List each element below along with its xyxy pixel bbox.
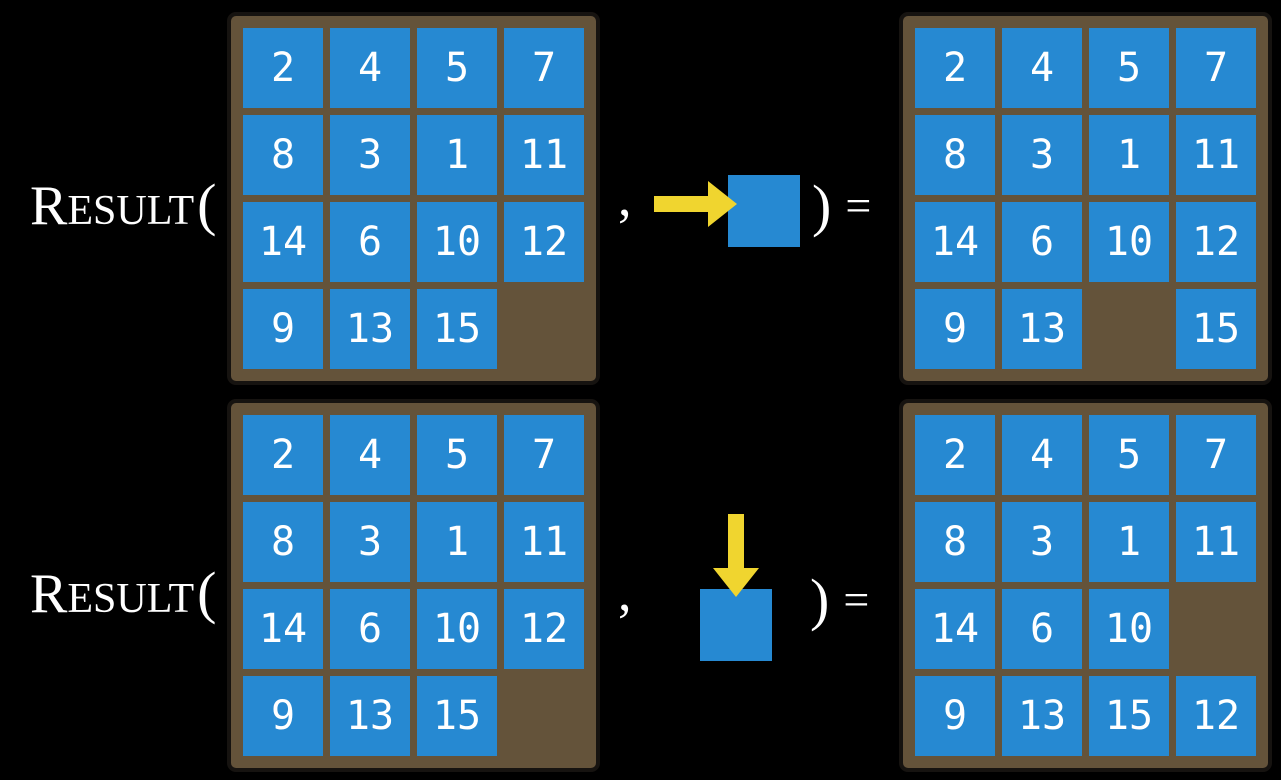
puzzle-tile-5: 5: [1089, 415, 1169, 495]
equals-sign: =: [843, 574, 870, 625]
puzzle-tile-15: 15: [417, 289, 497, 369]
puzzle-tile-5: 5: [417, 415, 497, 495]
down-arrow-icon: [713, 514, 759, 597]
puzzle-tile-8: 8: [915, 115, 995, 195]
puzzle-tile-13: 13: [330, 676, 410, 756]
puzzle-tile-12: 12: [504, 589, 584, 669]
puzzle-tile-11: 11: [1176, 115, 1256, 195]
puzzle-tile-9: 9: [915, 289, 995, 369]
puzzle-tile-5: 5: [1089, 28, 1169, 108]
puzzle-tile-3: 3: [330, 502, 410, 582]
puzzle-tile-8: 8: [243, 502, 323, 582]
comma-separator: ,: [618, 562, 632, 622]
puzzle-tile-1: 1: [417, 115, 497, 195]
puzzle-tile-13: 13: [1002, 289, 1082, 369]
puzzle-tile-6: 6: [1002, 589, 1082, 669]
puzzle-tile-11: 11: [504, 115, 584, 195]
function-rest: ESULT: [67, 576, 195, 622]
puzzle-tile-10: 10: [417, 202, 497, 282]
puzzle-tile-9: 9: [243, 289, 323, 369]
puzzle-tile-12: 12: [1176, 202, 1256, 282]
puzzle-tile-3: 3: [1002, 115, 1082, 195]
puzzle-tile-6: 6: [330, 589, 410, 669]
puzzle-tile-8: 8: [915, 502, 995, 582]
puzzle-tile-7: 7: [1176, 28, 1256, 108]
move-operand-tile-right: [728, 175, 800, 247]
puzzle-tile-13: 13: [330, 289, 410, 369]
function-initial: R: [30, 175, 68, 237]
puzzle-tile-3: 3: [1002, 502, 1082, 582]
puzzle-tile-15: 15: [1176, 289, 1256, 369]
comma-separator: ,: [618, 167, 632, 227]
function-rest: ESULT: [67, 188, 195, 234]
puzzle-tile-1: 1: [1089, 115, 1169, 195]
puzzle-tile-2: 2: [243, 415, 323, 495]
empty-cell: [504, 289, 584, 369]
puzzle-tile-11: 11: [504, 502, 584, 582]
puzzle-tile-7: 7: [1176, 415, 1256, 495]
move-operand-tile-down: [700, 589, 772, 661]
puzzle-tile-13: 13: [1002, 676, 1082, 756]
puzzle-tile-7: 7: [504, 28, 584, 108]
puzzle-tile-1: 1: [1089, 502, 1169, 582]
puzzle-tile-2: 2: [243, 28, 323, 108]
puzzle-tile-12: 12: [1176, 676, 1256, 756]
puzzle-tile-14: 14: [243, 589, 323, 669]
puzzle-tile-4: 4: [1002, 28, 1082, 108]
puzzle-tile-10: 10: [1089, 589, 1169, 669]
puzzle-tile-2: 2: [915, 28, 995, 108]
puzzle-tile-10: 10: [1089, 202, 1169, 282]
puzzle-tile-3: 3: [330, 115, 410, 195]
puzzle-tile-4: 4: [330, 28, 410, 108]
close-paren: ): [812, 173, 832, 238]
puzzle-tile-4: 4: [330, 415, 410, 495]
close-equals-1: ) =: [812, 168, 871, 244]
puzzle-tile-5: 5: [417, 28, 497, 108]
puzzle-tile-15: 15: [1089, 676, 1169, 756]
function-initial: R: [30, 563, 68, 625]
empty-cell: [1089, 289, 1169, 369]
puzzle-tile-7: 7: [504, 415, 584, 495]
puzzle-tile-2: 2: [915, 415, 995, 495]
puzzle-tile-11: 11: [1176, 502, 1256, 582]
puzzle-tile-4: 4: [1002, 415, 1082, 495]
puzzle-tile-14: 14: [915, 202, 995, 282]
puzzle-tile-15: 15: [417, 676, 497, 756]
equals-sign: =: [845, 180, 872, 231]
empty-cell: [1176, 589, 1256, 669]
puzzle-tile-14: 14: [243, 202, 323, 282]
close-equals-2: ) =: [810, 562, 869, 638]
puzzle-tile-1: 1: [417, 502, 497, 582]
open-paren: (: [197, 560, 217, 625]
close-paren: ): [810, 567, 830, 632]
puzzle-tile-8: 8: [243, 115, 323, 195]
puzzle-tile-14: 14: [915, 589, 995, 669]
puzzle-tile-10: 10: [417, 589, 497, 669]
right-arrow-icon: [654, 181, 737, 227]
empty-cell: [504, 676, 584, 756]
puzzle-tile-6: 6: [1002, 202, 1082, 282]
puzzle-tile-9: 9: [243, 676, 323, 756]
puzzle-tile-12: 12: [504, 202, 584, 282]
open-paren: (: [197, 172, 217, 237]
puzzle-tile-9: 9: [915, 676, 995, 756]
puzzle-tile-6: 6: [330, 202, 410, 282]
